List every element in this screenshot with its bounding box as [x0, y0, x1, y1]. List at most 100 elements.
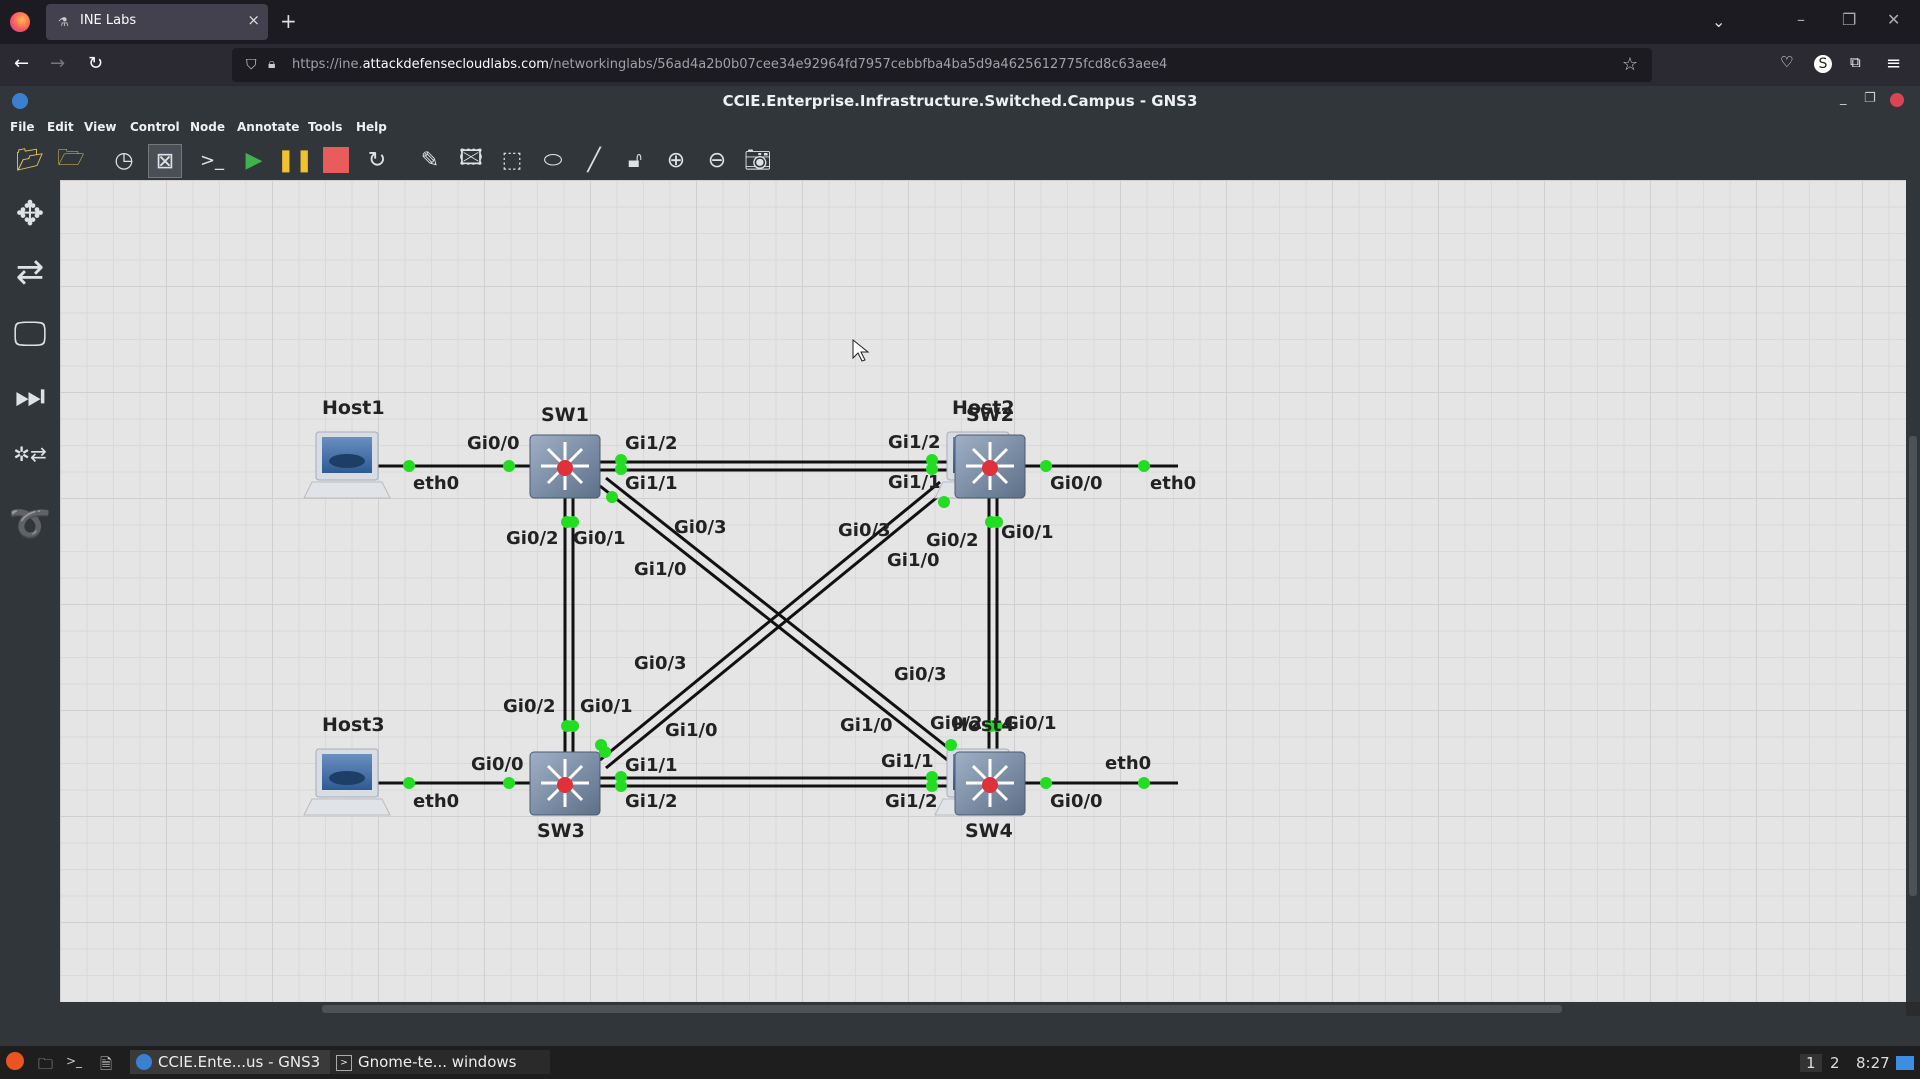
horizontal-scroll-thumb[interactable]	[322, 1005, 1562, 1013]
reload-icon[interactable]: ↻	[88, 53, 104, 74]
ubuntu-logo-icon[interactable]	[6, 1052, 24, 1070]
host1-keyboard	[303, 481, 391, 499]
link-sw2-sw3-gi03[interactable]	[599, 480, 941, 762]
console-all-icon[interactable]: >_	[199, 149, 225, 171]
terminal-task-icon: >	[336, 1055, 352, 1071]
add-note-icon[interactable]: ✎	[420, 147, 440, 173]
menu-view[interactable]: View	[84, 120, 117, 134]
sw3-node[interactable]	[529, 751, 601, 816]
sw1-node[interactable]	[529, 434, 601, 499]
lock-icon[interactable]: 🔒︎	[268, 56, 276, 72]
restore-icon[interactable]: ❐	[1842, 10, 1857, 29]
extensions-icon[interactable]: ⧉	[1850, 53, 1861, 71]
port-label-sw2-gi03: Gi0/3	[838, 520, 891, 541]
vertical-scrollbar[interactable]	[1906, 180, 1920, 1002]
reload-all-icon[interactable]: ↻	[367, 147, 387, 173]
sw2-label[interactable]: SW2	[966, 404, 1014, 426]
url-bar[interactable]: ⛉ 🔒︎ https://ine.attackdefensecloudlabs.…	[232, 48, 1652, 82]
sw1-label[interactable]: SW1	[541, 404, 589, 426]
taskbar-gns3-item[interactable]: CCIE.Ente...us - GNS3	[130, 1050, 346, 1074]
close-window-icon[interactable]: ✕	[1887, 10, 1901, 29]
insert-image-icon[interactable]: 🖾	[459, 146, 483, 171]
menu-annotate[interactable]: Annotate	[237, 120, 300, 134]
account-icon[interactable]: S	[1814, 55, 1832, 73]
snapshot-clock-icon[interactable]: ◷	[114, 147, 134, 173]
editor-icon[interactable]: 🗎	[100, 1055, 113, 1073]
menu-edit[interactable]: Edit	[47, 120, 74, 134]
endpoint-sw4-gi11	[926, 771, 938, 783]
start-all-play-icon[interactable]: ▶	[245, 147, 263, 173]
taskbar-terminal-item[interactable]: > Gnome-te... windows	[330, 1050, 550, 1074]
host3-node[interactable]	[303, 748, 391, 816]
host3-docker-icon	[329, 771, 365, 785]
workspace-1[interactable]: 1	[1800, 1054, 1822, 1072]
workspace-2[interactable]: 2	[1830, 1054, 1840, 1072]
notifications-icon[interactable]	[1896, 1056, 1914, 1070]
host2-label[interactable]: Host2	[952, 397, 1015, 419]
zoom-in-icon[interactable]: ⊕	[666, 147, 686, 173]
menu-node[interactable]: Node	[190, 120, 226, 134]
lock-unlock-icon[interactable]: 🔓︎	[627, 147, 643, 173]
taskbar-terminal-label: Gnome-te... windows	[358, 1053, 517, 1071]
zoom-out-icon[interactable]: ⊖	[707, 147, 727, 173]
menu-hamburger-icon[interactable]: ≡	[1886, 53, 1902, 74]
tab-list-chevron-icon[interactable]: ⌄	[1712, 12, 1726, 31]
close-tab-icon[interactable]: ×	[247, 11, 260, 29]
menu-file[interactable]: File	[10, 120, 35, 134]
open-project-folder-icon[interactable]: 🗁	[57, 146, 85, 171]
add-link-cable-icon[interactable]: ➰	[8, 504, 52, 544]
stop-all-icon[interactable]	[323, 147, 349, 173]
port-label-sw2-gi12: Gi1/2	[888, 432, 941, 453]
forward-arrow-icon[interactable]: →	[50, 53, 66, 74]
sw4-node[interactable]	[954, 751, 1026, 816]
gns3-minimize-icon[interactable]: _	[1840, 91, 1847, 106]
security-devices-icon[interactable]: ⏭	[14, 376, 46, 416]
links[interactable]	[378, 460, 1178, 788]
gns3-restore-icon[interactable]: ❐	[1864, 91, 1876, 106]
topology-canvas[interactable]: Host1 Host2 Host3 Host4 SW1 SW2 SW3 SW4 …	[60, 180, 1906, 1002]
sw3-label[interactable]: SW3	[537, 820, 585, 842]
new-tab-button[interactable]: +	[280, 9, 297, 33]
host4-label[interactable]: Host4	[952, 714, 1015, 736]
url-text[interactable]: https://ine.attackdefensecloudlabs.com/n…	[292, 57, 1168, 72]
new-project-folder-icon[interactable]: 📂︎	[16, 147, 44, 173]
draw-ellipse-icon[interactable]: ⬭	[543, 147, 563, 173]
host1-node[interactable]	[303, 431, 391, 499]
switches-arrows-icon[interactable]: ⇄	[15, 252, 45, 292]
menu-help[interactable]: Help	[356, 120, 387, 134]
suspend-all-pause-icon[interactable]: ❚❚	[276, 147, 314, 173]
sw4-label[interactable]: SW4	[965, 820, 1013, 842]
endpoint-sw2-gi11	[926, 463, 938, 475]
terminal-icon[interactable]: >_	[66, 1054, 83, 1068]
vertical-scroll-thumb[interactable]	[1909, 436, 1917, 896]
endpoint-h1-eth0	[403, 460, 415, 472]
bookmark-star-icon[interactable]: ☆	[1621, 54, 1638, 75]
port-label-sw4-gi01: Gi0/1	[1004, 713, 1057, 734]
gns3-menu-bar: File Edit View Control Node Annotate Too…	[0, 116, 1920, 140]
shield-icon[interactable]: ⛉	[246, 57, 257, 73]
menu-control[interactable]: Control	[130, 120, 180, 134]
all-devices-icon[interactable]: ✲⇄	[13, 442, 47, 466]
link-sw1-sw4-gi10[interactable]	[605, 476, 957, 756]
link-sw2-sw3-gi10[interactable]	[605, 488, 947, 770]
show-interface-labels-icon[interactable]: ⊠	[148, 144, 182, 178]
screenshot-camera-icon[interactable]: 📷︎	[744, 147, 772, 173]
minimize-icon[interactable]: –	[1797, 10, 1805, 29]
draw-line-icon[interactable]: ╱	[587, 147, 601, 173]
menu-tools[interactable]: Tools	[308, 120, 343, 134]
routers-move-icon[interactable]: ✥	[15, 194, 45, 234]
sw2-node[interactable]	[954, 434, 1026, 499]
horizontal-scrollbar[interactable]	[60, 1002, 1906, 1016]
files-icon[interactable]: 🗀	[38, 1055, 54, 1073]
gns3-close-icon[interactable]	[1890, 93, 1904, 107]
browser-tab[interactable]: ⚗ INE Labs ×	[46, 4, 268, 40]
host1-label[interactable]: Host1	[322, 397, 385, 419]
gns3-bottom-panel	[0, 1016, 1920, 1046]
firefox-icon[interactable]	[10, 12, 30, 32]
link-sw1-sw4-gi03[interactable]	[599, 484, 951, 764]
pocket-icon[interactable]: ♡	[1780, 53, 1794, 71]
back-arrow-icon[interactable]: ←	[14, 53, 30, 74]
end-devices-monitor-icon[interactable]: 🖵	[13, 314, 47, 354]
host3-label[interactable]: Host3	[322, 714, 385, 736]
draw-rectangle-icon[interactable]: ⬚	[501, 147, 523, 173]
